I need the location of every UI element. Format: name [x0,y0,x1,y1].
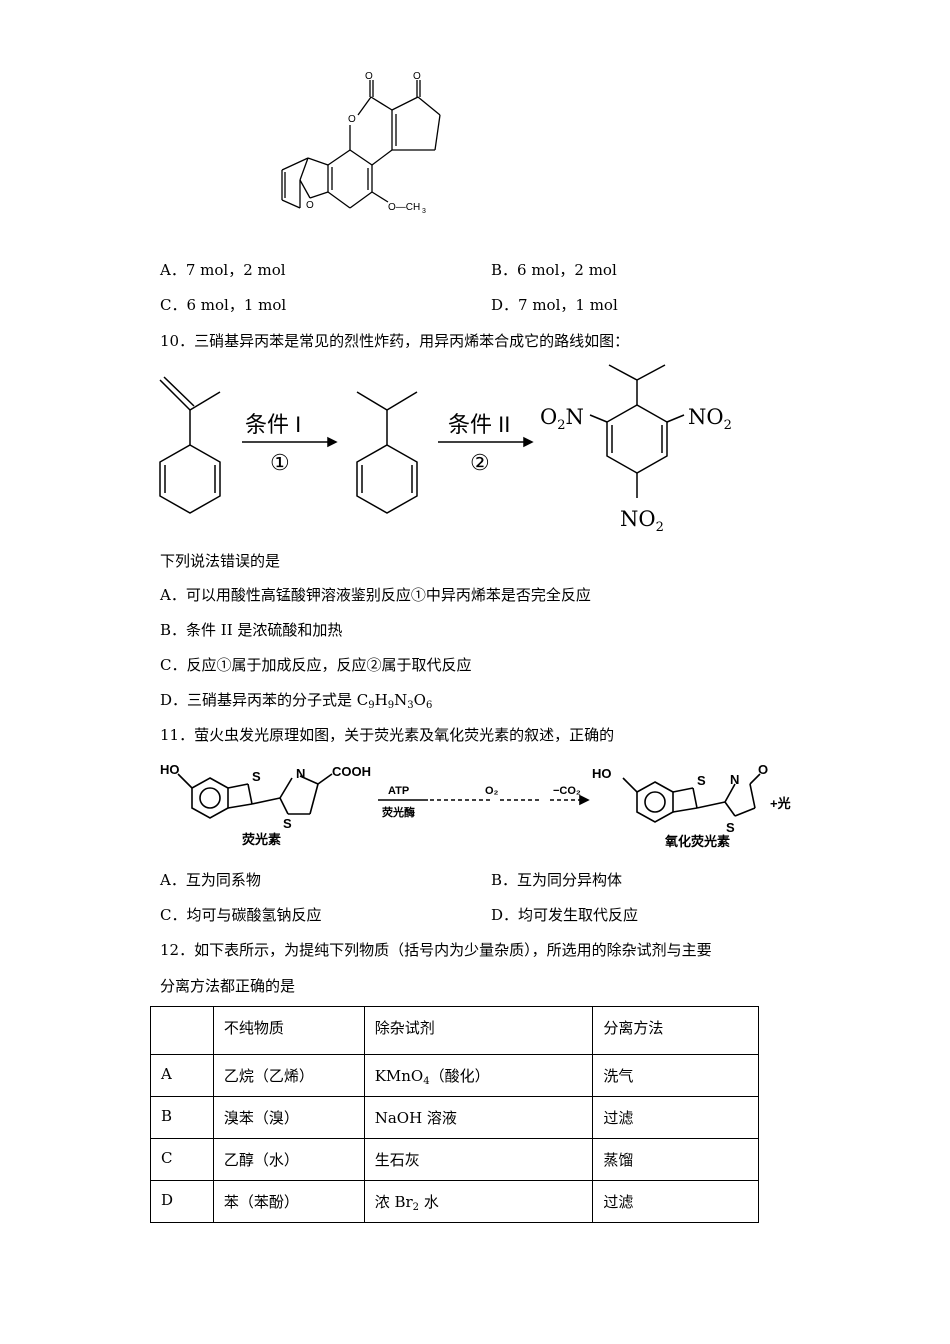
q9-option-d[interactable]: D．7 mol，1 mol [491,296,618,314]
no2-right: NO2 [688,405,732,433]
svg-text:O: O [413,71,421,82]
q10-option-b[interactable]: B．条件 II 是浓硫酸和加热 [160,621,343,639]
condition-1: 条件 I [245,412,301,437]
condition-2: 条件 II [448,412,510,437]
q9-option-b[interactable]: B．6 mol，2 mol [491,261,617,279]
table-row: D 苯（苯酚） 浓 Br2 水 过滤 [150,1180,759,1223]
svg-text:O: O [306,200,314,211]
table-row: C 乙醇（水） 生石灰 蒸馏 [150,1138,759,1181]
q10-stem: 10．三硝基异丙苯是常见的烈性炸药，用异丙烯苯合成它的路线如图： [160,332,630,350]
svg-text:荧光酶: 荧光酶 [382,805,415,819]
header-substance: 不纯物质 [212,1006,365,1055]
svg-text:S: S [697,773,706,788]
q11-option-d[interactable]: D．均可发生取代反应 [491,906,639,924]
svg-text:N: N [730,772,739,787]
svg-text:S: S [283,816,292,831]
svg-text:ATP: ATP [388,785,409,797]
svg-text:HO: HO [160,762,180,777]
step-1: ① [270,450,290,475]
luciferin-label: 荧光素 [242,832,281,847]
q11-stem: 11．萤火虫发光原理如图，关于荧光素及氧化荧光素的叙述，正确的 [160,726,615,744]
svg-text:N: N [296,766,305,781]
q10-synthesis-scheme: 条件 I ① 条件 II ② O2N NO2 NO2 [159,364,732,535]
q10-option-d[interactable]: D．三硝基异丙苯的分子式是 C9H9N3O6 [160,691,433,711]
no2-left: O2N [540,405,584,433]
svg-text:HO: HO [592,766,612,781]
atom-o: O [365,71,373,82]
step-2: ② [470,450,490,475]
no2-bottom: NO2 [620,507,664,535]
q12-stem-line1: 12．如下表所示，为提纯下列物质（括号内为少量杂质），所选用的除杂试剂与主要 [160,941,712,959]
q10-prompt: 下列说法错误的是 [160,552,281,570]
oxyluciferin-label: 氧化荧光素 [664,834,730,849]
q11-option-a[interactable]: A．互为同系物 [160,871,261,889]
table-header-row: 不纯物质 除杂试剂 分离方法 [150,1006,759,1055]
q10-option-a[interactable]: A．可以用酸性高锰酸钾溶液鉴别反应①中异丙烯苯是否完全反应 [160,586,591,604]
q9-option-a[interactable]: A．7 mol，2 mol [160,261,286,279]
q9-option-c[interactable]: C．6 mol，1 mol [160,296,287,314]
svg-text:3: 3 [422,208,426,215]
header-reagent: 除杂试剂 [363,1006,594,1055]
svg-text:COOH: COOH [332,764,371,779]
table-row: B 溴苯（溴） NaOH 溶液 过滤 [150,1096,759,1139]
svg-text:−CO₂: −CO₂ [553,785,581,797]
plus-light: +光 [770,796,791,811]
svg-text:S: S [726,820,735,835]
table-row: A 乙烷（乙烯） KMnO4（酸化） 洗气 [150,1054,759,1097]
svg-text:O₂: O₂ [485,785,499,797]
svg-text:S: S [252,769,261,784]
methyl-label: O—CH [388,202,420,213]
q12-table: 不纯物质 除杂试剂 分离方法 A 乙烷（乙烯） KMnO4（酸化） 洗气 B 溴… [150,1006,759,1223]
q11-firefly-scheme: HO S N S COOH 荧光素 ATP 荧光酶 O₂ −CO₂ HO S N… [160,762,791,849]
q11-option-b[interactable]: B．互为同分异构体 [491,871,623,889]
header-method: 分离方法 [592,1006,759,1055]
svg-text:O: O [758,762,768,777]
q9-molecule-figure: O O O O O—CH 3 [281,71,441,215]
q11-option-c[interactable]: C．均可与碳酸氢钠反应 [160,906,322,924]
q10-option-c[interactable]: C．反应①属于加成反应，反应②属于取代反应 [160,656,472,674]
q12-stem-line2: 分离方法都正确的是 [160,977,296,995]
svg-text:O: O [348,114,356,125]
